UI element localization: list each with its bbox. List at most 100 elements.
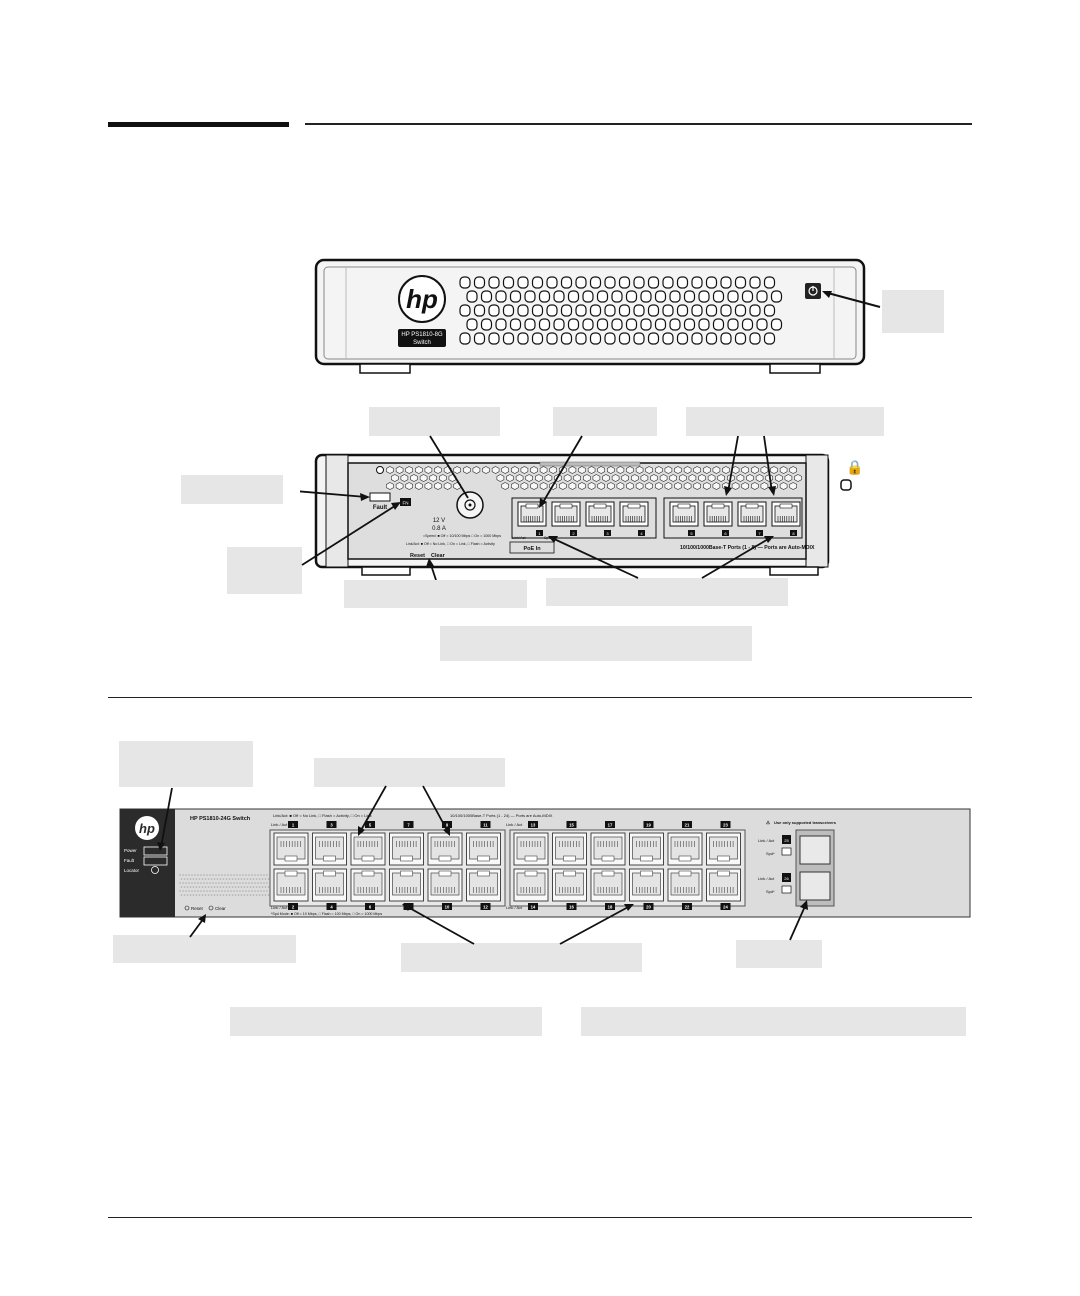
- callout-caption-right: [581, 1007, 966, 1036]
- rj45-port-4[interactable]: 4: [619, 501, 649, 536]
- fault-label-24g: Fault: [124, 858, 135, 863]
- rj45-port-23[interactable]: [706, 832, 741, 866]
- rj45-port-15[interactable]: [552, 832, 587, 866]
- rj45-port-18[interactable]: [590, 868, 626, 902]
- legend-top-24g: Link/Act: ■ Off = No Link, □ Flash = Act…: [273, 813, 372, 818]
- callout-figure-caption-8g: [440, 626, 752, 661]
- rj45-port-10[interactable]: [427, 868, 463, 902]
- chassis-texture: [179, 874, 270, 896]
- port-number-top: 11: [483, 823, 488, 828]
- callout-status-leds: [119, 741, 253, 787]
- port-number: 2: [572, 531, 575, 536]
- port-number-bottom: 12: [483, 905, 488, 910]
- sfp-link-act-25: Link / Act: [758, 838, 775, 843]
- port-number: 5: [690, 531, 693, 536]
- rj45-port-14[interactable]: [513, 868, 549, 902]
- callout-caption-left: [230, 1007, 542, 1036]
- ports-caption-24g: 10/100/1000Base-T Ports (1 - 24) — Ports…: [450, 813, 553, 818]
- port-number-bottom: 2: [292, 905, 295, 910]
- sfp-slot-25[interactable]: [799, 835, 831, 865]
- port-number: 8: [792, 531, 795, 536]
- model-24g: HP PS1810-24G Switch: [190, 816, 251, 822]
- legend-speed: =Speed: ■ Off = 10/100 Mbps □ On = 1000 …: [423, 534, 501, 538]
- legend-bottom-24g: *Spd Mode: ■ Off = 10 Mbps, □ Flash = 10…: [271, 912, 382, 916]
- port-number-top: 17: [608, 823, 613, 828]
- rj45-port-13[interactable]: [513, 832, 549, 866]
- rj45-port-19[interactable]: [629, 832, 664, 866]
- rj45-port-7[interactable]: 7: [737, 501, 767, 536]
- callout-sfp-slots: [736, 940, 822, 968]
- port-number: 6: [724, 531, 727, 536]
- link-act-label-top: Link / Act: [271, 822, 288, 827]
- rj45-port-1[interactable]: 1: [517, 501, 547, 536]
- rj45-port-2[interactable]: 2: [551, 501, 581, 536]
- port-number: 1: [538, 531, 541, 536]
- callout-rj45-ports: [546, 578, 788, 606]
- port-number-bottom: 6: [369, 905, 372, 910]
- callout-poe-port: [553, 407, 657, 436]
- rj45-port-24[interactable]: [706, 868, 741, 902]
- callout-power-button: [882, 290, 944, 333]
- rj45-port-8[interactable]: 8: [771, 501, 801, 536]
- rj45-port-20[interactable]: [629, 868, 664, 902]
- port-number-top: 3: [330, 823, 333, 828]
- fn-button[interactable]: [400, 498, 411, 506]
- rj45-port-1[interactable]: [273, 832, 309, 866]
- callout-fn-button: [227, 547, 302, 594]
- rj45-port-17[interactable]: [590, 832, 626, 866]
- power-label: Power: [124, 848, 137, 853]
- logo-text-24g: hp: [139, 821, 155, 836]
- fault-label: Fault: [373, 505, 387, 511]
- rj45-port-5[interactable]: [350, 832, 386, 866]
- port-number-bottom: 22: [685, 905, 690, 910]
- port-number: 3: [606, 531, 609, 536]
- logo-text: hp: [406, 284, 438, 314]
- rj45-port-6[interactable]: 6: [703, 501, 733, 536]
- rj45-port-9[interactable]: [427, 832, 463, 866]
- lock-icon: 🔒: [846, 459, 860, 476]
- sfp-link-act-26: Link / Act: [758, 876, 775, 881]
- port-number-top: 1: [292, 823, 295, 828]
- poe-in-label: PoE In: [523, 546, 541, 552]
- rj45-port-3[interactable]: [312, 832, 347, 866]
- port-number-top: 23: [723, 823, 728, 828]
- callout-reset-clear: [344, 580, 527, 608]
- rj45-port-2[interactable]: [273, 868, 309, 902]
- sfp-port-26-number: 26: [784, 876, 789, 881]
- sfp-slot-26[interactable]: [799, 871, 831, 901]
- power-button[interactable]: [805, 283, 821, 299]
- rj45-port-22[interactable]: [667, 868, 703, 902]
- port-number-bottom: 4: [330, 905, 333, 910]
- rj45-port-12[interactable]: [466, 868, 501, 902]
- ports-caption-8g: 10/100/1000Base-T Ports (1 - 8) — Ports …: [680, 545, 815, 551]
- locator-button[interactable]: [151, 866, 159, 874]
- rj45-port-21[interactable]: [667, 832, 703, 866]
- port-number-bottom: 16: [569, 905, 574, 910]
- link-act-label: Link/Act: [512, 536, 526, 540]
- link-act-label-top2: Link / Act: [506, 822, 523, 827]
- reset-label: Reset: [410, 553, 425, 559]
- rj45-port-8[interactable]: [389, 868, 424, 902]
- rj45-port-7[interactable]: [389, 832, 424, 866]
- port-number-top: 19: [646, 823, 651, 828]
- port-number-top: 7: [407, 823, 410, 828]
- rj45-port-4[interactable]: [312, 868, 347, 902]
- sfp-warning: Use only supported transceivers: [774, 820, 837, 825]
- rj45-port-11[interactable]: [466, 832, 501, 866]
- callout-reset-clear-24g: [113, 935, 296, 963]
- vent-grid: [459, 276, 783, 345]
- link-act-label-bottom2: Link / Act: [506, 905, 523, 910]
- power-rating-line1: 12 V: [433, 518, 445, 524]
- model-label-line1: HP PS1810-8G: [401, 332, 443, 338]
- callout-fault-led: [181, 475, 283, 504]
- legend-link: Link/Act: ■ Off = No Link, □ On = Link, …: [406, 542, 495, 546]
- section-rule: [108, 697, 972, 698]
- rj45-port-16[interactable]: [552, 868, 587, 902]
- link-act-label-bottom: Link / Act: [271, 905, 288, 910]
- rj45-port-6[interactable]: [350, 868, 386, 902]
- rj45-port-5[interactable]: 5: [669, 501, 699, 536]
- header-rule-thin: [305, 123, 972, 125]
- rj45-ports-1-24: 123456789101112131415161718192021222324: [273, 821, 741, 910]
- callout-rj45-ports-24g: [401, 943, 642, 972]
- rj45-port-3[interactable]: 3: [585, 501, 615, 536]
